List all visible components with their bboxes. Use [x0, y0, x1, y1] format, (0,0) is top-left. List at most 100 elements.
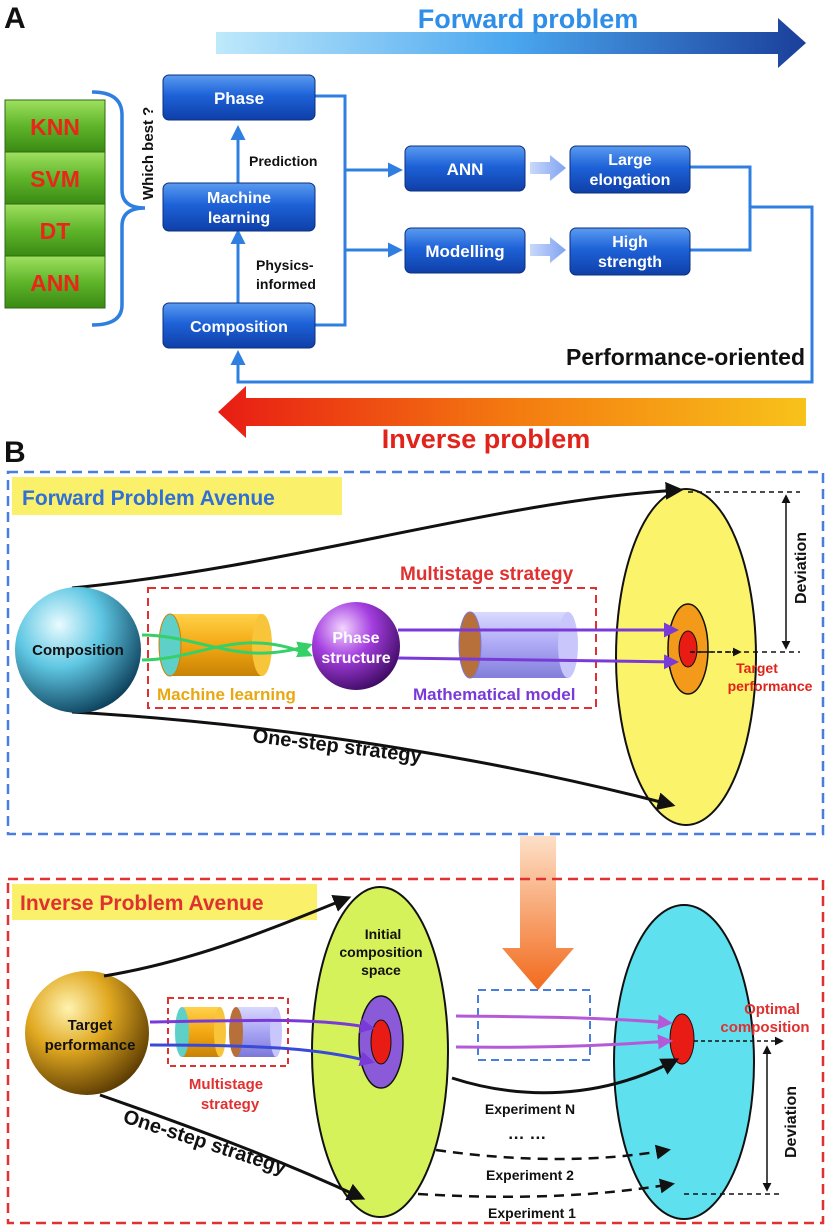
high-box-line2: strength — [598, 254, 662, 271]
target-perf-line2: performance — [728, 678, 813, 694]
optimal-line1: Optimal — [744, 1001, 800, 1018]
inverse-one-step-lower — [99, 1093, 366, 1201]
prediction-label: Prediction — [249, 153, 317, 169]
algo-box-ann — [4, 255, 106, 309]
gold-line1: Target — [68, 1017, 113, 1034]
experiment-1-arrow — [417, 1178, 675, 1199]
forward-multistage-frame — [147, 587, 597, 709]
phase-structure-sphere — [312, 602, 400, 690]
ml-box-line1: Machine — [207, 190, 271, 207]
math-model-label: Mathematical model — [413, 685, 576, 704]
inverse-arrow — [218, 386, 806, 438]
algo-svm-label: SVM — [30, 166, 80, 192]
experiment-dots: … … — [508, 1124, 547, 1143]
inverse-ml-cylinder — [175, 1007, 226, 1057]
inverse-avenue-title-bg — [12, 884, 317, 920]
inverse-avenue-frame — [6, 877, 825, 1225]
panel-a-label: A — [4, 2, 26, 35]
composition-sphere-label: Composition — [32, 642, 124, 659]
gold-line2: performance — [45, 1037, 136, 1054]
ml-box-line2: learning — [208, 210, 270, 227]
algo-dt-label: DT — [40, 218, 71, 244]
ml-cylinder — [158, 613, 272, 677]
high-strength-box — [569, 227, 691, 276]
forward-deviation-label: Deviation — [793, 532, 810, 604]
green-arrow-lower — [141, 641, 313, 662]
purple-arrow-lower — [397, 654, 679, 670]
algo-box-svm — [4, 151, 106, 205]
modelling-box — [404, 227, 526, 274]
green-arrow-upper — [141, 633, 313, 656]
optimal-line2: composition — [720, 1019, 809, 1036]
algo-box-dt — [4, 203, 106, 257]
ann-box-label: ANN — [447, 160, 484, 179]
math-model-cylinder — [458, 611, 578, 679]
experiment-2-arrow — [435, 1144, 671, 1161]
inverse-one-step-upper — [103, 894, 352, 978]
magenta-arrow-lower — [455, 1034, 673, 1050]
inverse-multistage-frame — [167, 997, 289, 1067]
target-perf-line1: Target — [736, 660, 778, 676]
initial-line1: Initial — [365, 926, 402, 942]
experiment-1-label: Experiment 1 — [488, 1205, 576, 1221]
forward-one-step-lower — [71, 710, 676, 811]
initial-core — [370, 1019, 392, 1065]
inverse-blue-arrow-upper — [149, 1018, 375, 1034]
forward-deviation — [688, 491, 800, 653]
inverse-multistage-line1: Multistage — [189, 1076, 263, 1093]
composition-sphere — [15, 587, 141, 713]
physics-label-line2: informed — [256, 276, 316, 292]
phase-box — [162, 74, 316, 121]
inverse-problem-title: Inverse problem — [382, 424, 591, 454]
algo-ann-label: ANN — [30, 270, 80, 296]
phase-sphere-line1: Phase — [332, 630, 379, 647]
inverse-model-cylinder — [229, 1007, 282, 1057]
large-elongation-box — [569, 145, 691, 194]
target-core — [678, 630, 698, 668]
optimal-core — [669, 1013, 695, 1065]
large-box-line1: Large — [608, 152, 652, 169]
middle-dashed-box — [477, 989, 591, 1061]
ml-cylinder-label: Machine learning — [157, 685, 296, 704]
brace — [91, 90, 146, 327]
panel-b-label: B — [4, 436, 26, 469]
target-performance-sphere — [25, 971, 149, 1095]
phase-box-label: Phase — [214, 89, 264, 108]
algo-knn-label: KNN — [30, 114, 80, 140]
phase-sphere-line2: structure — [321, 650, 390, 667]
initial-line3: space — [361, 962, 401, 978]
ann-to-large-arrow — [530, 155, 566, 181]
performance-oriented-label: Performance-oriented — [566, 344, 805, 370]
forward-arrow — [216, 18, 806, 68]
initial-line2: composition — [339, 944, 422, 960]
composition-box-label: Composition — [190, 319, 288, 336]
which-best-label: Which best ? — [140, 107, 157, 200]
forward-avenue-title: Forward Problem Avenue — [22, 487, 275, 510]
high-box-line1: High — [612, 234, 648, 251]
inverse-deviation-label: Deviation — [783, 1086, 800, 1158]
inverse-avenue-title: Inverse Problem Avenue — [20, 892, 264, 915]
modelling-to-high-arrow — [530, 237, 566, 263]
composition-box — [162, 302, 316, 349]
inverse-blue-arrow-lower — [149, 1043, 375, 1067]
experiment-n-arrow — [451, 1058, 680, 1095]
algorithm-list: KNN SVM DT ANN — [4, 99, 106, 309]
forward-problem-title: Forward problem — [418, 4, 639, 34]
large-box-line2: elongation — [590, 172, 671, 189]
panel-a-connectors — [230, 94, 814, 384]
experiment-2-label: Experiment 2 — [486, 1167, 574, 1183]
forward-multistage-label: Multistage strategy — [400, 564, 574, 585]
panel-a-boxes: Phase Machine learning Composition ANN M… — [162, 74, 691, 349]
forward-to-inverse-arrow — [502, 836, 574, 990]
inverse-multistage-line2: strategy — [201, 1096, 260, 1113]
forward-one-step-upper — [71, 481, 684, 590]
forward-avenue-frame — [6, 470, 825, 836]
forward-one-step-label: One-step strategy — [251, 725, 423, 768]
physics-label-line1: Physics- — [256, 257, 314, 273]
inverse-one-step-label: One-step strategy — [120, 1106, 289, 1180]
ann-box — [404, 145, 526, 192]
forward-avenue-title-bg — [12, 477, 342, 515]
modelling-box-label: Modelling — [425, 242, 504, 261]
magenta-arrow-upper — [455, 1014, 673, 1030]
